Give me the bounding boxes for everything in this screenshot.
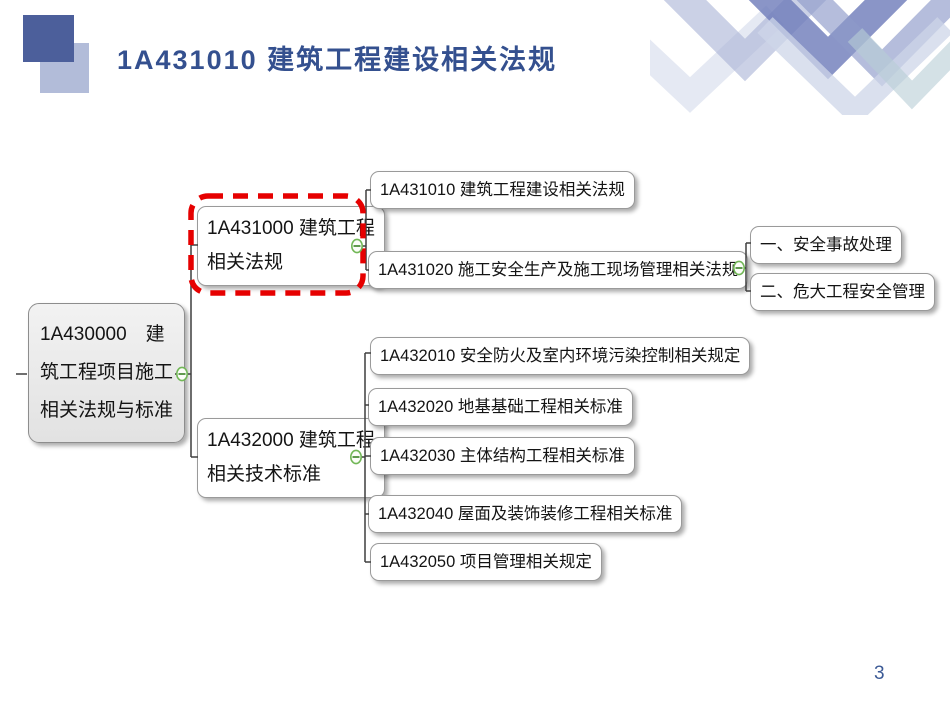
node-major-risk-safety-management: 二、危大工程安全管理 [750, 273, 935, 311]
node-1A430000-root: 1A430000 建 筑工程项目施工 相关法规与标准 [28, 303, 186, 443]
node-1A431000: 1A431000 建筑工程 相关法规 [197, 206, 385, 286]
page-number: 3 [874, 663, 885, 684]
page-title: 1A431010 建筑工程建设相关法规 [117, 45, 558, 75]
node-safety-accident-handling: 一、安全事故处理 [750, 226, 902, 264]
node-1A432040: 1A432040 屋面及装饰装修工程相关标准 [368, 495, 683, 533]
node-1A431010: 1A431010 建筑工程建设相关法规 [370, 171, 635, 209]
node-1A432030: 1A432030 主体结构工程相关标准 [370, 437, 635, 475]
chevron-pattern-decoration [650, 0, 950, 115]
node-1A432050: 1A432050 项目管理相关规定 [370, 543, 602, 581]
decorative-square-dark [23, 15, 74, 62]
node-1A432000: 1A432000 建筑工程 相关技术标准 [197, 418, 385, 498]
node-1A431020: 1A431020 施工安全生产及施工现场管理相关法规 [368, 251, 749, 289]
node-1A432010: 1A432010 安全防火及室内环境污染控制相关规定 [370, 337, 751, 375]
node-1A432020: 1A432020 地基基础工程相关标准 [368, 388, 633, 426]
